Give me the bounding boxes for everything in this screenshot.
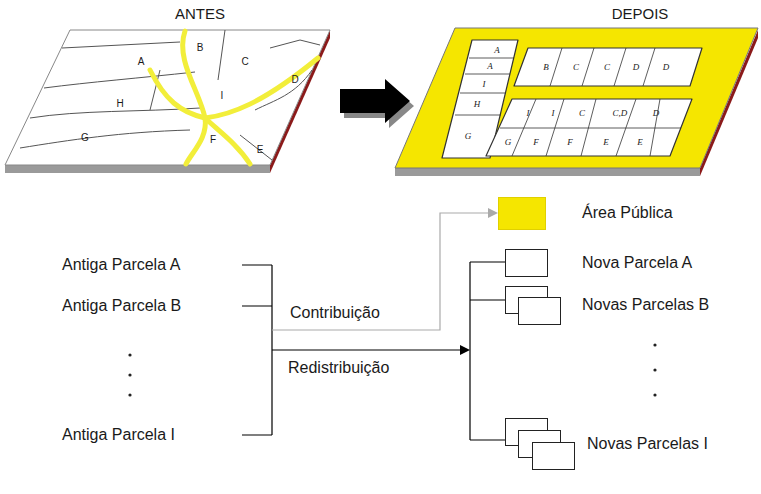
parcel-letter: H [116, 99, 123, 109]
parcel-letter: C [573, 63, 579, 72]
box-caption: Novas Parcelas I [587, 436, 708, 452]
parcel-letter: D [663, 63, 670, 72]
parcel-letter: I [552, 109, 555, 118]
parcel-stack: Novas Parcelas I [505, 418, 575, 470]
box-outline [505, 286, 563, 326]
parcel-letter: I [527, 109, 530, 118]
flow-label: Redistribuição [288, 360, 389, 376]
parcel-letter: B [197, 43, 204, 53]
parcel-letter: H [474, 100, 481, 109]
parcel-letter: G [465, 132, 472, 141]
box-caption: Nova Parcela A [582, 255, 692, 271]
flow-label: Antiga Parcela B [62, 298, 181, 314]
parcel-letter: D [633, 63, 640, 72]
box-outline [505, 418, 577, 472]
parcel-letter: G [505, 138, 512, 147]
parcel-letter: F [533, 138, 539, 147]
parcel-letter: E [603, 138, 609, 147]
parcel-letter: F [567, 138, 573, 147]
box-outline [505, 249, 549, 278]
parcel-letter: A [138, 57, 145, 67]
parcel-letter: A [494, 46, 500, 55]
parcel-letter: C,D [613, 109, 628, 118]
public-area-box: Área Pública [498, 197, 545, 229]
box-caption: Área Pública [582, 205, 673, 221]
parcel-stack: Novas Parcelas B [505, 286, 561, 324]
parcel-letter: C [604, 63, 610, 72]
panel-title: ANTES [175, 6, 225, 21]
flow-label: Antiga Parcela A [62, 257, 180, 273]
parcel-letter: I [221, 91, 224, 101]
parcel-letter: C [579, 109, 585, 118]
parcel-letter: G [81, 133, 89, 143]
flow-label: Contribuição [290, 305, 380, 321]
parcel-letter: D [291, 75, 298, 85]
flow-label: Antiga Parcela I [62, 427, 175, 443]
parcel-letter: C [241, 57, 248, 67]
parcel-letter: A [487, 62, 493, 71]
parcel-letter: E [637, 138, 643, 147]
parcel-letter: D [653, 109, 660, 118]
box-caption: Novas Parcelas B [582, 297, 709, 313]
parcel-box: Nova Parcela A [505, 249, 547, 276]
parcel-letter: E [257, 145, 264, 155]
parcel-letter: B [543, 63, 549, 72]
parcel-letter: F [210, 135, 216, 145]
panel-title: DEPOIS [612, 6, 669, 21]
box-outline [498, 197, 547, 231]
parcel-letter: I [483, 80, 486, 89]
